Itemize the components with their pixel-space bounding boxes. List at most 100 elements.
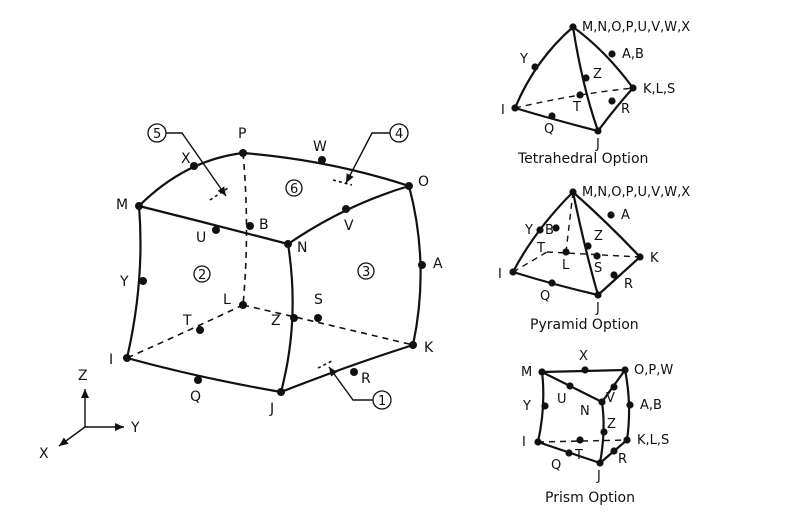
face4-tick <box>332 179 353 186</box>
edge-n-o <box>286 184 411 246</box>
tet-edge-top-j <box>571 25 600 133</box>
prism-label-x: X <box>579 349 588 364</box>
label-s: S <box>314 292 323 308</box>
edge-m-i <box>125 204 142 360</box>
node-n <box>284 240 292 248</box>
face-1-callout: 1 <box>328 366 392 410</box>
pyr-label-y: Y <box>524 223 533 238</box>
label-l: L <box>223 292 231 308</box>
z-axis-label: Z <box>78 368 88 384</box>
label-n: N <box>297 240 307 256</box>
edge-p-o <box>241 151 411 188</box>
hidden-edge-p-l <box>242 152 248 306</box>
label-i: I <box>109 352 113 368</box>
edge-j-k <box>279 343 415 394</box>
label-p: P <box>238 126 246 142</box>
tet-edge-i-k-hidden <box>514 87 634 109</box>
node-u <box>212 226 220 234</box>
node-q <box>194 376 202 384</box>
y-axis-label: Y <box>130 420 140 436</box>
pyr-label-t: T <box>536 241 545 256</box>
tet-label-ab: A,B <box>622 47 644 62</box>
pyr-label-top: M,N,O,P,U,V,W,X <box>582 185 690 200</box>
node-l <box>239 301 247 309</box>
node-r <box>350 368 358 376</box>
label-u: U <box>196 230 206 246</box>
tet-label-q: Q <box>544 122 554 137</box>
pyr-label-b: B <box>545 223 554 238</box>
prism-label-z: Z <box>607 417 616 432</box>
tet-label-t: T <box>572 100 581 115</box>
hexahedron-element: P W O M X U B N V Y A L Z S T I K Q R J … <box>109 123 443 417</box>
tetrahedral-option: M,N,O,P,U,V,W,X A,B Y Z K,L,S T R I Q J … <box>501 20 690 167</box>
prism-label-i: I <box>522 435 526 450</box>
label-k: K <box>424 340 434 356</box>
pyr-label-s: S <box>594 261 602 276</box>
tet-label-z: Z <box>593 67 602 82</box>
label-r: R <box>361 371 371 387</box>
x-axis-arrow <box>58 426 86 447</box>
tet-edge-i-j <box>513 106 600 133</box>
prism-label-n: N <box>580 404 590 419</box>
prism-label-v: V <box>606 391 615 406</box>
hex-node-labels: P W O M X U B N V Y A L Z S T I K Q R J <box>109 126 443 417</box>
hidden-edge-l-i <box>126 304 244 359</box>
pyr-edge-top-k <box>571 190 642 259</box>
tet-label-kls: K,L,S <box>643 82 675 97</box>
prism-label-j: J <box>596 469 601 484</box>
tet-caption: Tetrahedral Option <box>517 151 648 167</box>
prism-option: M X O,P,W Y U V A,B N Z I T K,L,S Q R J … <box>521 349 673 506</box>
face-labels: 5 4 6 2 3 1 <box>147 123 409 410</box>
label-w: W <box>313 139 327 155</box>
pyr-label-k: K <box>650 251 659 266</box>
prism-caption: Prism Option <box>545 490 635 506</box>
tet-label-r: R <box>621 102 630 117</box>
node-o <box>405 182 413 190</box>
label-t: T <box>182 313 192 329</box>
hex-nodes <box>123 149 426 396</box>
node-p <box>239 149 247 157</box>
face-3-number: 3 <box>362 265 370 280</box>
pyr-edge-j-k <box>596 255 642 297</box>
tet-label-top: M,N,O,P,U,V,W,X <box>582 20 690 35</box>
tet-label-j: J <box>595 137 600 152</box>
pyr-label-i: I <box>498 267 502 282</box>
label-a: A <box>433 256 443 272</box>
label-j: J <box>269 401 274 417</box>
label-z: Z <box>271 313 281 329</box>
node-x <box>190 162 198 170</box>
x-axis-label: X <box>39 446 49 462</box>
tet-edge-j-k <box>596 86 635 133</box>
prism-label-ab: A,B <box>640 398 662 413</box>
node-s <box>314 314 322 322</box>
prism-label-y: Y <box>522 399 531 414</box>
label-x: X <box>181 151 191 167</box>
pyr-label-r: R <box>624 277 633 292</box>
node-m <box>135 202 143 210</box>
face-4-number: 4 <box>395 127 403 142</box>
face-2-label: 2 <box>193 265 211 283</box>
prism-label-opw: O,P,W <box>634 363 673 378</box>
tet-edge-top-i <box>513 25 575 110</box>
label-v: V <box>344 218 354 234</box>
face-6-label: 6 <box>285 179 303 197</box>
face-6-number: 6 <box>290 182 298 197</box>
edge-i-j <box>125 356 283 394</box>
node-a <box>418 261 426 269</box>
prism-label-u: U <box>557 392 567 407</box>
face-2-number: 2 <box>198 268 206 283</box>
pyr-label-l: L <box>562 258 570 273</box>
pyr-label-j: J <box>595 301 600 316</box>
node-y <box>139 277 147 285</box>
label-y: Y <box>119 274 129 290</box>
label-m: M <box>116 197 128 213</box>
node-k <box>409 341 417 349</box>
node-b <box>246 222 254 230</box>
tet-label-i: I <box>501 103 505 118</box>
pyr-caption: Pyramid Option <box>530 317 639 333</box>
pyr-label-q: Q <box>540 289 550 304</box>
node-z <box>290 314 298 322</box>
label-q: Q <box>190 389 201 405</box>
node-j <box>277 388 285 396</box>
